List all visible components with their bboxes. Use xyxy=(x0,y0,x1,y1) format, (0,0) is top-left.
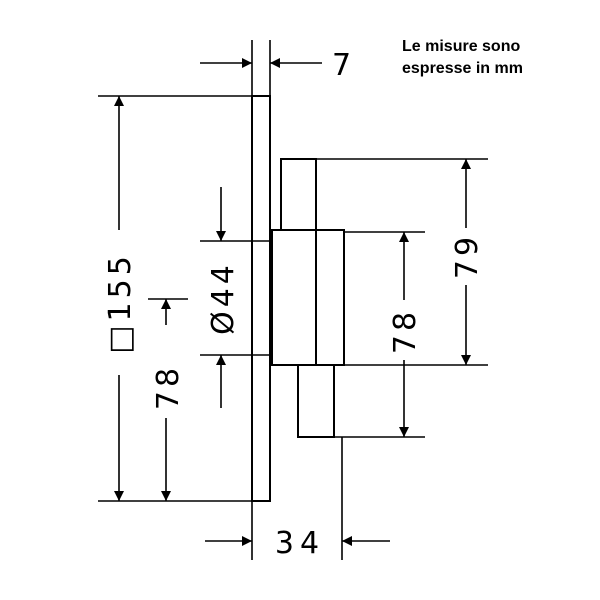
units-note-line-1: Le misure sono xyxy=(402,38,521,55)
dim-79-label: 79 xyxy=(450,233,485,279)
units-note-line-2: espresse in mm xyxy=(402,60,523,77)
dim-78-left-label: 78 xyxy=(151,364,186,410)
extension-lines xyxy=(98,40,488,560)
dimension-arrows xyxy=(114,58,471,546)
dim-155-label: □155 xyxy=(103,252,138,354)
dim-34-label: 34 xyxy=(275,526,325,561)
lower-valve-body xyxy=(297,364,335,438)
dim-7-label: 7 xyxy=(332,48,351,83)
central-cartridge xyxy=(271,229,345,366)
units-note: Le misure sono espresse in mm xyxy=(402,36,592,80)
dim-78-right-label: 78 xyxy=(388,308,423,354)
object-outline xyxy=(251,95,345,502)
dim-44-label: Ø44 xyxy=(206,261,241,335)
cover-plate xyxy=(251,95,271,502)
upper-valve-body xyxy=(280,158,317,231)
